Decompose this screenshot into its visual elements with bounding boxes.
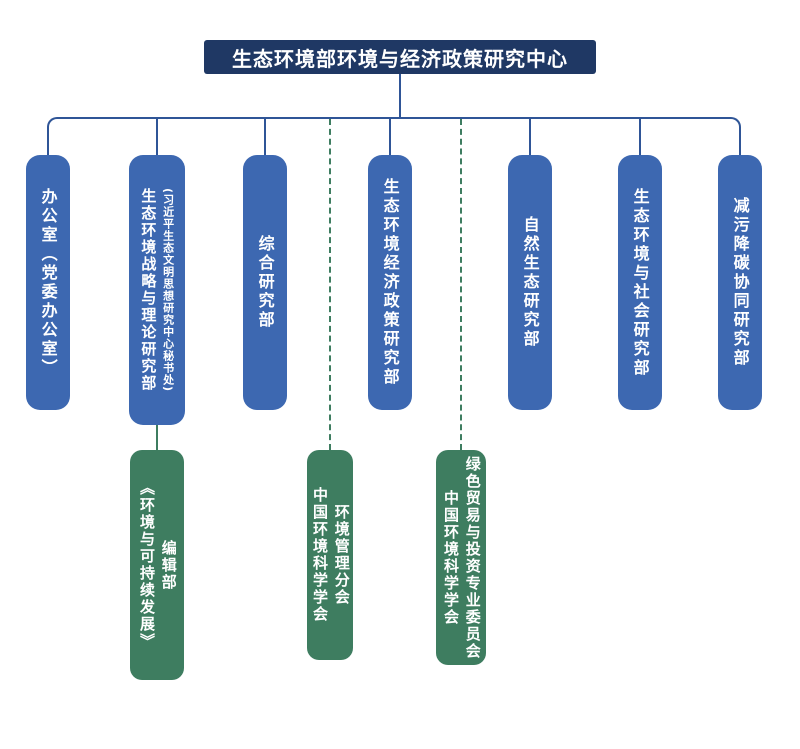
dept-label-strategy-theory: 生态环境战略与理论研究部 bbox=[139, 188, 158, 392]
connector-stub-dept-6 bbox=[639, 119, 641, 155]
affiliate-node-journal-editorial: 《环境与可持续发展》 编辑部 bbox=[130, 450, 184, 680]
affiliate-label-journal-editorial: 《环境与可持续发展》 编辑部 bbox=[138, 480, 178, 650]
root-node-label: 生态环境部环境与经济政策研究中心 bbox=[232, 46, 568, 71]
dept-node-natural-ecology: 自然生态研究部 bbox=[508, 155, 552, 410]
dept-label-pollution-carbon: 减污降碳协同研究部 bbox=[730, 197, 750, 368]
root-node: 生态环境部环境与经济政策研究中心 bbox=[204, 40, 596, 74]
connector-stub-dept-3 bbox=[264, 119, 266, 155]
connector-horizontal-rail bbox=[47, 117, 741, 155]
connector-dashed-affiliate-green-trade bbox=[460, 119, 462, 450]
dept-label-natural-ecology: 自然生态研究部 bbox=[520, 216, 540, 349]
dept-label-comprehensive-research: 综合研究部 bbox=[255, 235, 275, 330]
dept-node-economic-policy: 生态环境经济政策研究部 bbox=[368, 155, 412, 410]
connector-stub-dept-4 bbox=[389, 119, 391, 155]
affiliate-label-environmental-management-branch: 中国环境科学学会 环境管理分会 bbox=[311, 487, 351, 623]
dept-node-environment-society: 生态环境与社会研究部 bbox=[618, 155, 662, 410]
connector-affiliate-journal bbox=[156, 425, 158, 450]
affiliate-node-environmental-management-branch: 中国环境科学学会 环境管理分会 bbox=[307, 450, 353, 660]
dept-node-strategy-theory: 生态环境战略与理论研究部 (习近平生态文明思想研究中心秘书处) bbox=[129, 155, 185, 425]
connector-stub-dept-2 bbox=[156, 119, 158, 155]
dept-node-office: 办公室（党委办公室） bbox=[26, 155, 70, 410]
dept-node-comprehensive-research: 综合研究部 bbox=[243, 155, 287, 410]
dept-node-pollution-carbon: 减污降碳协同研究部 bbox=[718, 155, 762, 410]
dept-label-environment-society: 生态环境与社会研究部 bbox=[630, 187, 650, 378]
connector-stub-dept-5 bbox=[529, 119, 531, 155]
connector-dashed-affiliate-management bbox=[329, 119, 331, 450]
connector-root-stem bbox=[399, 74, 401, 119]
dept-label-economic-policy: 生态环境经济政策研究部 bbox=[380, 178, 400, 387]
affiliate-label-green-trade-committee: 中国环境科学学会 绿色贸易与投资专业委员会 bbox=[442, 455, 482, 660]
dept-sublabel-strategy-theory: (习近平生态文明思想研究中心秘书处) bbox=[161, 187, 175, 393]
dept-label-office: 办公室（党委办公室） bbox=[38, 187, 58, 378]
affiliate-node-green-trade-committee: 中国环境科学学会 绿色贸易与投资专业委员会 bbox=[436, 450, 486, 665]
